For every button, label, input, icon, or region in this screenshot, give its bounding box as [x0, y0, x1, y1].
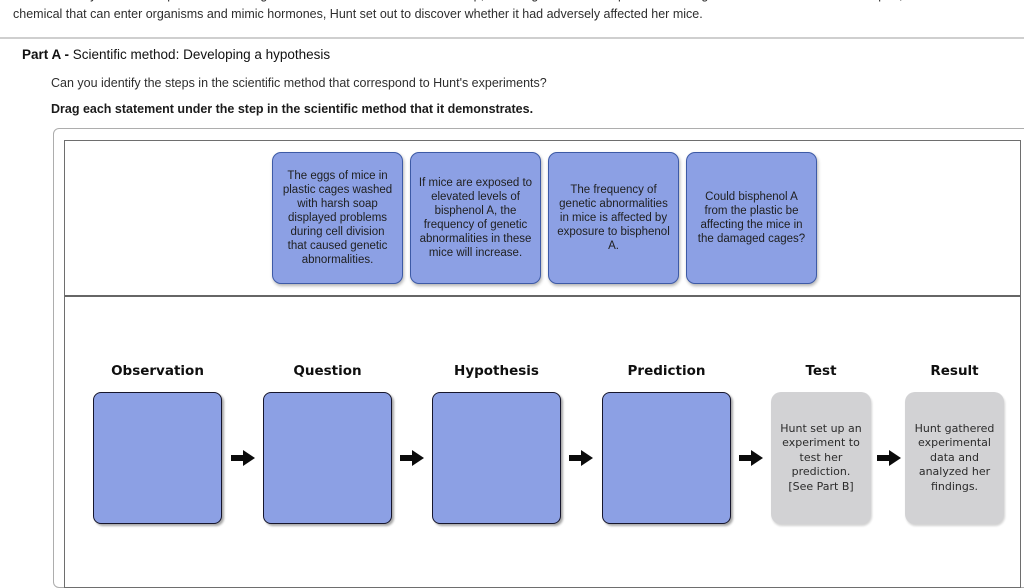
part-a-label: Part A -: [22, 47, 73, 62]
drop-target-question[interactable]: [263, 392, 392, 524]
drop-target-observation[interactable]: [93, 392, 222, 524]
intro-paragraph: had mistakenly washed the plastic mouse …: [13, 0, 1018, 24]
step-header-question: Question: [293, 363, 362, 379]
step-header-hypothesis: Hypothesis: [454, 363, 539, 379]
part-a-heading: Part A - Scientific method: Developing a…: [22, 47, 330, 62]
static-step-test: Hunt set up an experiment to test her pr…: [771, 392, 871, 524]
flow-arrow-icon: [739, 450, 763, 466]
drag-statement-hypothesis[interactable]: The frequency of genetic abnormalities i…: [548, 152, 679, 284]
static-step-text: Hunt set up an experiment to test her pr…: [780, 421, 862, 493]
drag-items-row: The eggs of mice in plastic cages washed…: [272, 152, 817, 284]
flow-arrow-icon: [877, 450, 901, 466]
question-text: Can you identify the steps in the scient…: [51, 76, 547, 90]
drag-statement-text: The eggs of mice in plastic cages washed…: [282, 170, 393, 266]
part-a-title: Scientific method: Developing a hypothes…: [72, 47, 331, 62]
drag-statement-text: If mice are exposed to elevated levels o…: [418, 177, 533, 259]
drag-statement-text: The frequency of genetic abnormalities i…: [557, 184, 670, 252]
intro-line1-clipped: had mistakenly washed the plastic mouse …: [13, 0, 1018, 5]
drag-statement-text: Could bisphenol A from the plastic be af…: [697, 191, 806, 245]
flow-arrow-icon: [569, 450, 593, 466]
drag-statement-question[interactable]: Could bisphenol A from the plastic be af…: [686, 152, 817, 284]
drop-target-hypothesis[interactable]: [432, 392, 561, 524]
step-header-result: Result: [930, 363, 979, 379]
drag-items-bin: The eggs of mice in plastic cages washed…: [65, 141, 1020, 297]
flow-arrow-icon: [231, 450, 255, 466]
intro-line2: chemical that can enter organisms and mi…: [13, 7, 703, 21]
drag-statement-prediction[interactable]: If mice are exposed to elevated levels o…: [410, 152, 541, 284]
step-header-observation: Observation: [111, 363, 204, 379]
activity-inner-panel: The eggs of mice in plastic cages washed…: [64, 140, 1021, 588]
static-step-text: Hunt gathered experimental data and anal…: [914, 421, 995, 493]
static-step-result: Hunt gathered experimental data and anal…: [905, 392, 1004, 524]
step-header-prediction: Prediction: [627, 363, 706, 379]
step-header-test: Test: [805, 363, 837, 379]
drop-target-prediction[interactable]: [602, 392, 731, 524]
flow-arrow-icon: [400, 450, 424, 466]
drag-statement-observation[interactable]: The eggs of mice in plastic cages washed…: [272, 152, 403, 284]
drag-instruction: Drag each statement under the step in th…: [51, 102, 534, 116]
section-divider: [0, 37, 1024, 39]
